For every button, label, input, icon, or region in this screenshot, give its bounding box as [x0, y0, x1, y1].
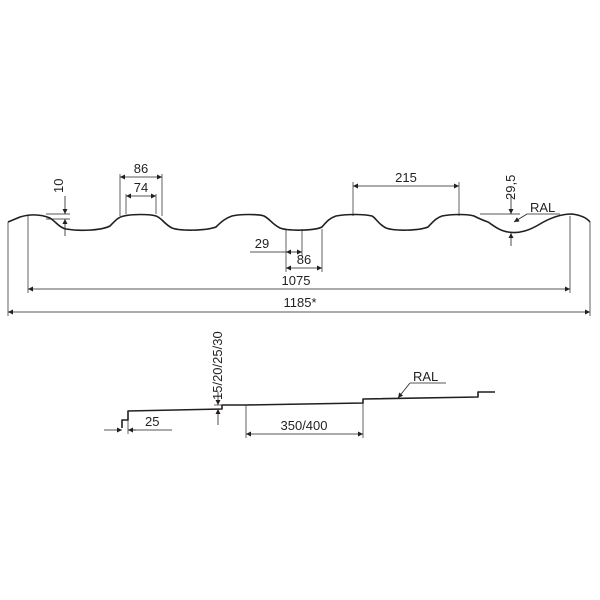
dimension-valley-width: 29	[255, 236, 269, 251]
dimension-wave-pitch: 215	[395, 170, 417, 185]
dimension-valley-outer: 86	[297, 252, 311, 267]
dimension-end-length: 25	[145, 414, 159, 429]
dimension-crest-width: 86	[134, 161, 148, 176]
dimension-profile-height: 29,5	[503, 175, 518, 200]
side-view: 25 350/400 15/20/25/30 RAL	[104, 331, 495, 438]
front-view: 1075 1185* 10 86 74 215 29,5 RAL	[7, 161, 591, 316]
step-profile-line	[121, 391, 495, 428]
dimension-effective-width: 1075	[282, 273, 311, 288]
dimension-left-height: 10	[51, 179, 66, 193]
dimension-step-height: 15/20/25/30	[210, 331, 225, 400]
dimension-step-pitch: 350/400	[281, 418, 328, 433]
dimension-total-width: 1185*	[283, 295, 316, 310]
finish-label-side: RAL	[413, 369, 438, 384]
finish-leader-line-side	[397, 382, 411, 399]
dimension-crest-inner: 74	[134, 180, 148, 195]
finish-leader-line-front	[513, 213, 528, 223]
finish-label-front: RAL	[530, 200, 555, 215]
wave-profile-line	[7, 213, 591, 234]
